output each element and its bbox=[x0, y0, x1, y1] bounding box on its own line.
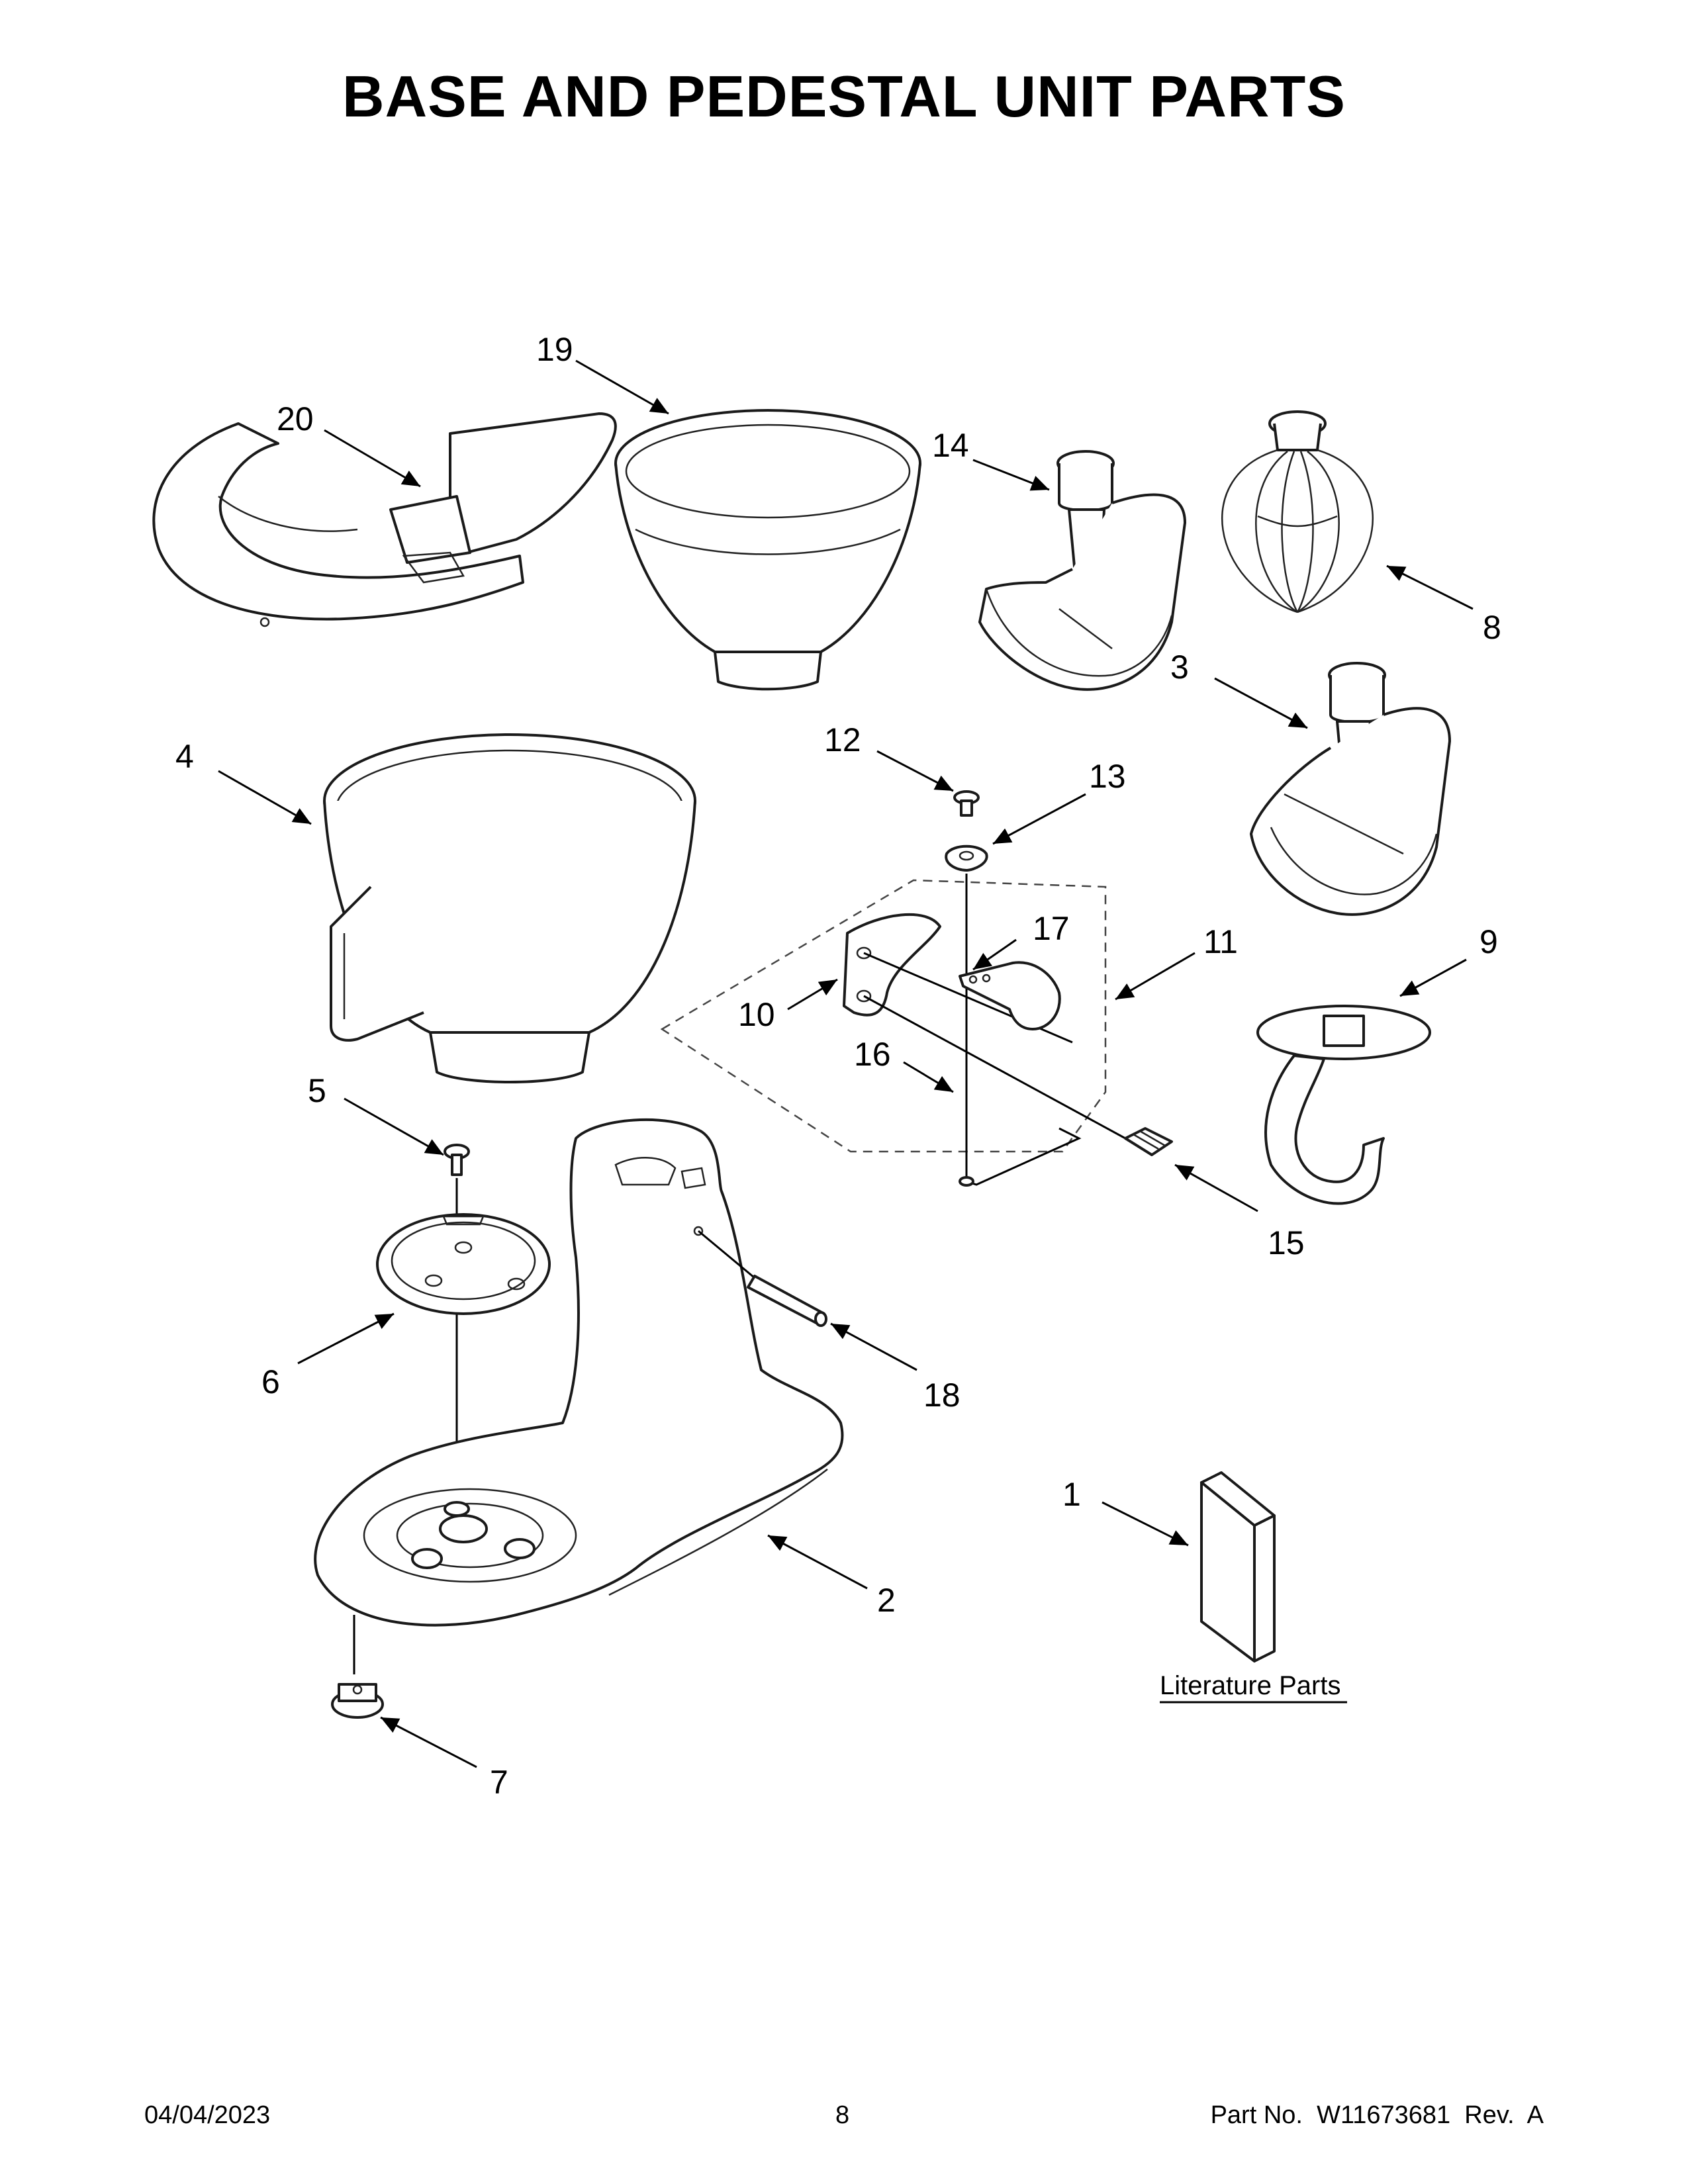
callout-7: 7 bbox=[490, 1764, 508, 1801]
hinge-bracket bbox=[843, 913, 1126, 1140]
pouring-shield bbox=[152, 412, 617, 627]
mixing-bowl-large bbox=[614, 409, 921, 691]
callout-5: 5 bbox=[308, 1072, 326, 1109]
callout-13: 13 bbox=[1089, 758, 1126, 795]
footer-part-number: Part No. W11673681 Rev. A bbox=[1210, 2101, 1544, 2129]
callout-11: 11 bbox=[1203, 923, 1238, 960]
hinge-assembly-outline bbox=[660, 879, 1107, 1153]
page-title: BASE AND PEDESTAL UNIT PARTS bbox=[342, 64, 1346, 129]
callout-14: 14 bbox=[932, 427, 969, 464]
literature-parts-label: Literature Parts bbox=[1160, 1671, 1340, 1700]
screw-small bbox=[953, 790, 980, 817]
callout-19: 19 bbox=[536, 331, 573, 368]
callout-12: 12 bbox=[824, 721, 861, 758]
callout-16: 16 bbox=[854, 1036, 891, 1073]
lock-lever bbox=[959, 961, 1061, 1030]
callout-17: 17 bbox=[1033, 910, 1070, 947]
hinge-pin bbox=[1124, 1127, 1173, 1156]
callout-2: 2 bbox=[877, 1582, 896, 1619]
flex-edge-beater bbox=[978, 450, 1186, 691]
callout-numbers: 19 20 14 8 3 4 12 13 17 11 9 10 16 5 15 … bbox=[175, 331, 1501, 1801]
bowl-clamping-plate bbox=[376, 1213, 551, 1315]
callout-15: 15 bbox=[1268, 1224, 1305, 1261]
rubber-foot bbox=[331, 1615, 384, 1719]
mixing-bowl-with-handle bbox=[323, 733, 696, 1083]
hinge-pin-rod bbox=[698, 1230, 827, 1327]
callout-18: 18 bbox=[923, 1377, 961, 1414]
callout-9: 9 bbox=[1479, 923, 1498, 960]
callout-1: 1 bbox=[1062, 1476, 1081, 1513]
leader-lines bbox=[218, 359, 1474, 1768]
dough-hook bbox=[1256, 1005, 1431, 1205]
flat-beater bbox=[1250, 662, 1451, 916]
washer bbox=[945, 844, 988, 872]
callout-10: 10 bbox=[738, 996, 775, 1033]
callout-20: 20 bbox=[277, 400, 314, 437]
pedestal-base bbox=[314, 1118, 844, 1627]
footer-page-number: 8 bbox=[835, 2101, 850, 2129]
literature-booklet bbox=[1200, 1471, 1276, 1662]
callout-3: 3 bbox=[1170, 649, 1189, 686]
callout-8: 8 bbox=[1483, 609, 1501, 646]
footer-date: 04/04/2023 bbox=[144, 2101, 271, 2129]
spring-rod bbox=[959, 874, 1082, 1187]
callout-6: 6 bbox=[261, 1363, 280, 1400]
callout-4: 4 bbox=[175, 738, 194, 775]
wire-whip bbox=[1221, 410, 1374, 614]
